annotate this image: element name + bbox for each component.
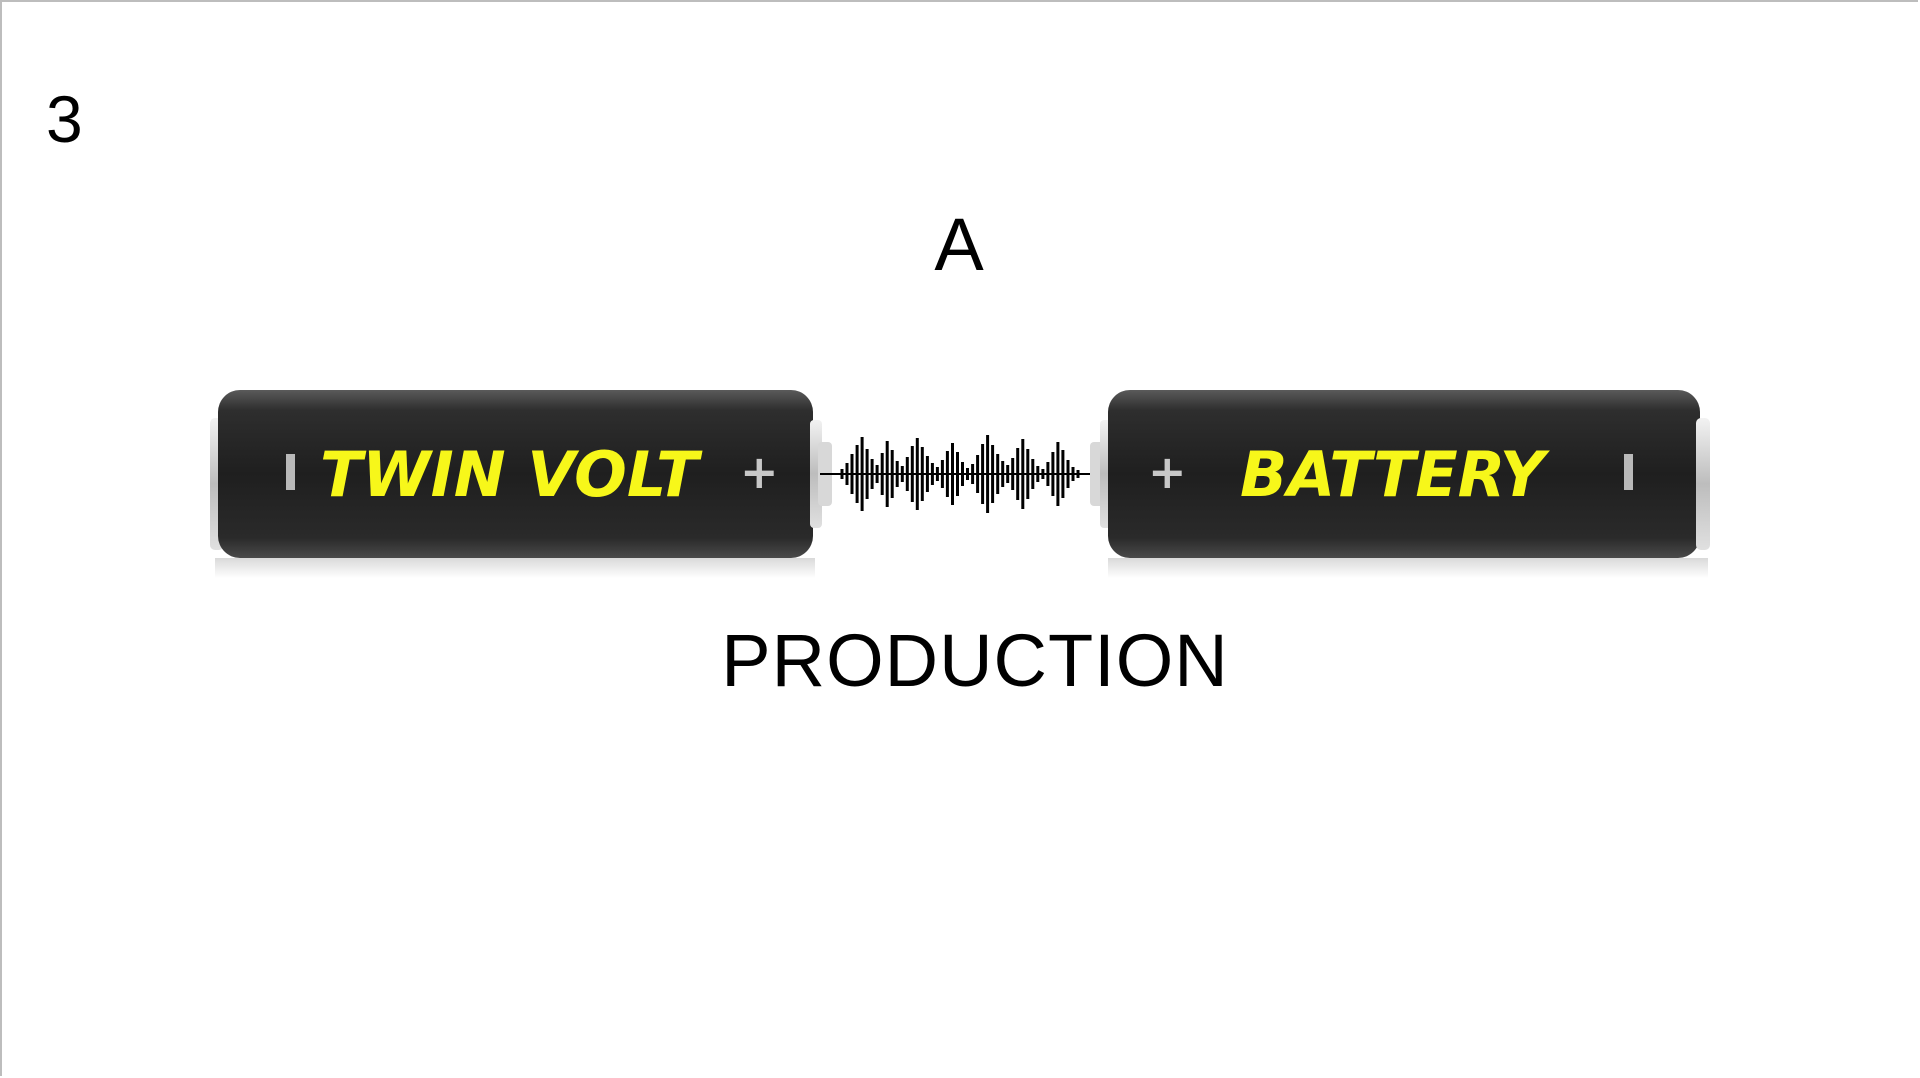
sound-wave-icon [820,435,1100,513]
svg-text:+: + [1148,445,1187,499]
slide-number: 3 [46,82,83,156]
logo-right-text: BATTERY [1240,438,1551,511]
battery-icon: + BATTERY [1090,390,1710,578]
logo-left-text: TWIN VOLT [320,438,703,511]
title-top-text: A [934,203,984,286]
battery-icon: + TWIN VOLT [210,390,832,578]
title-top: A [0,208,1920,282]
svg-text:+: + [740,445,779,499]
title-bottom: PRODUCTION [721,619,1229,702]
twin-volt-logo: + TWIN VOLT + BATTERY [210,380,1710,580]
